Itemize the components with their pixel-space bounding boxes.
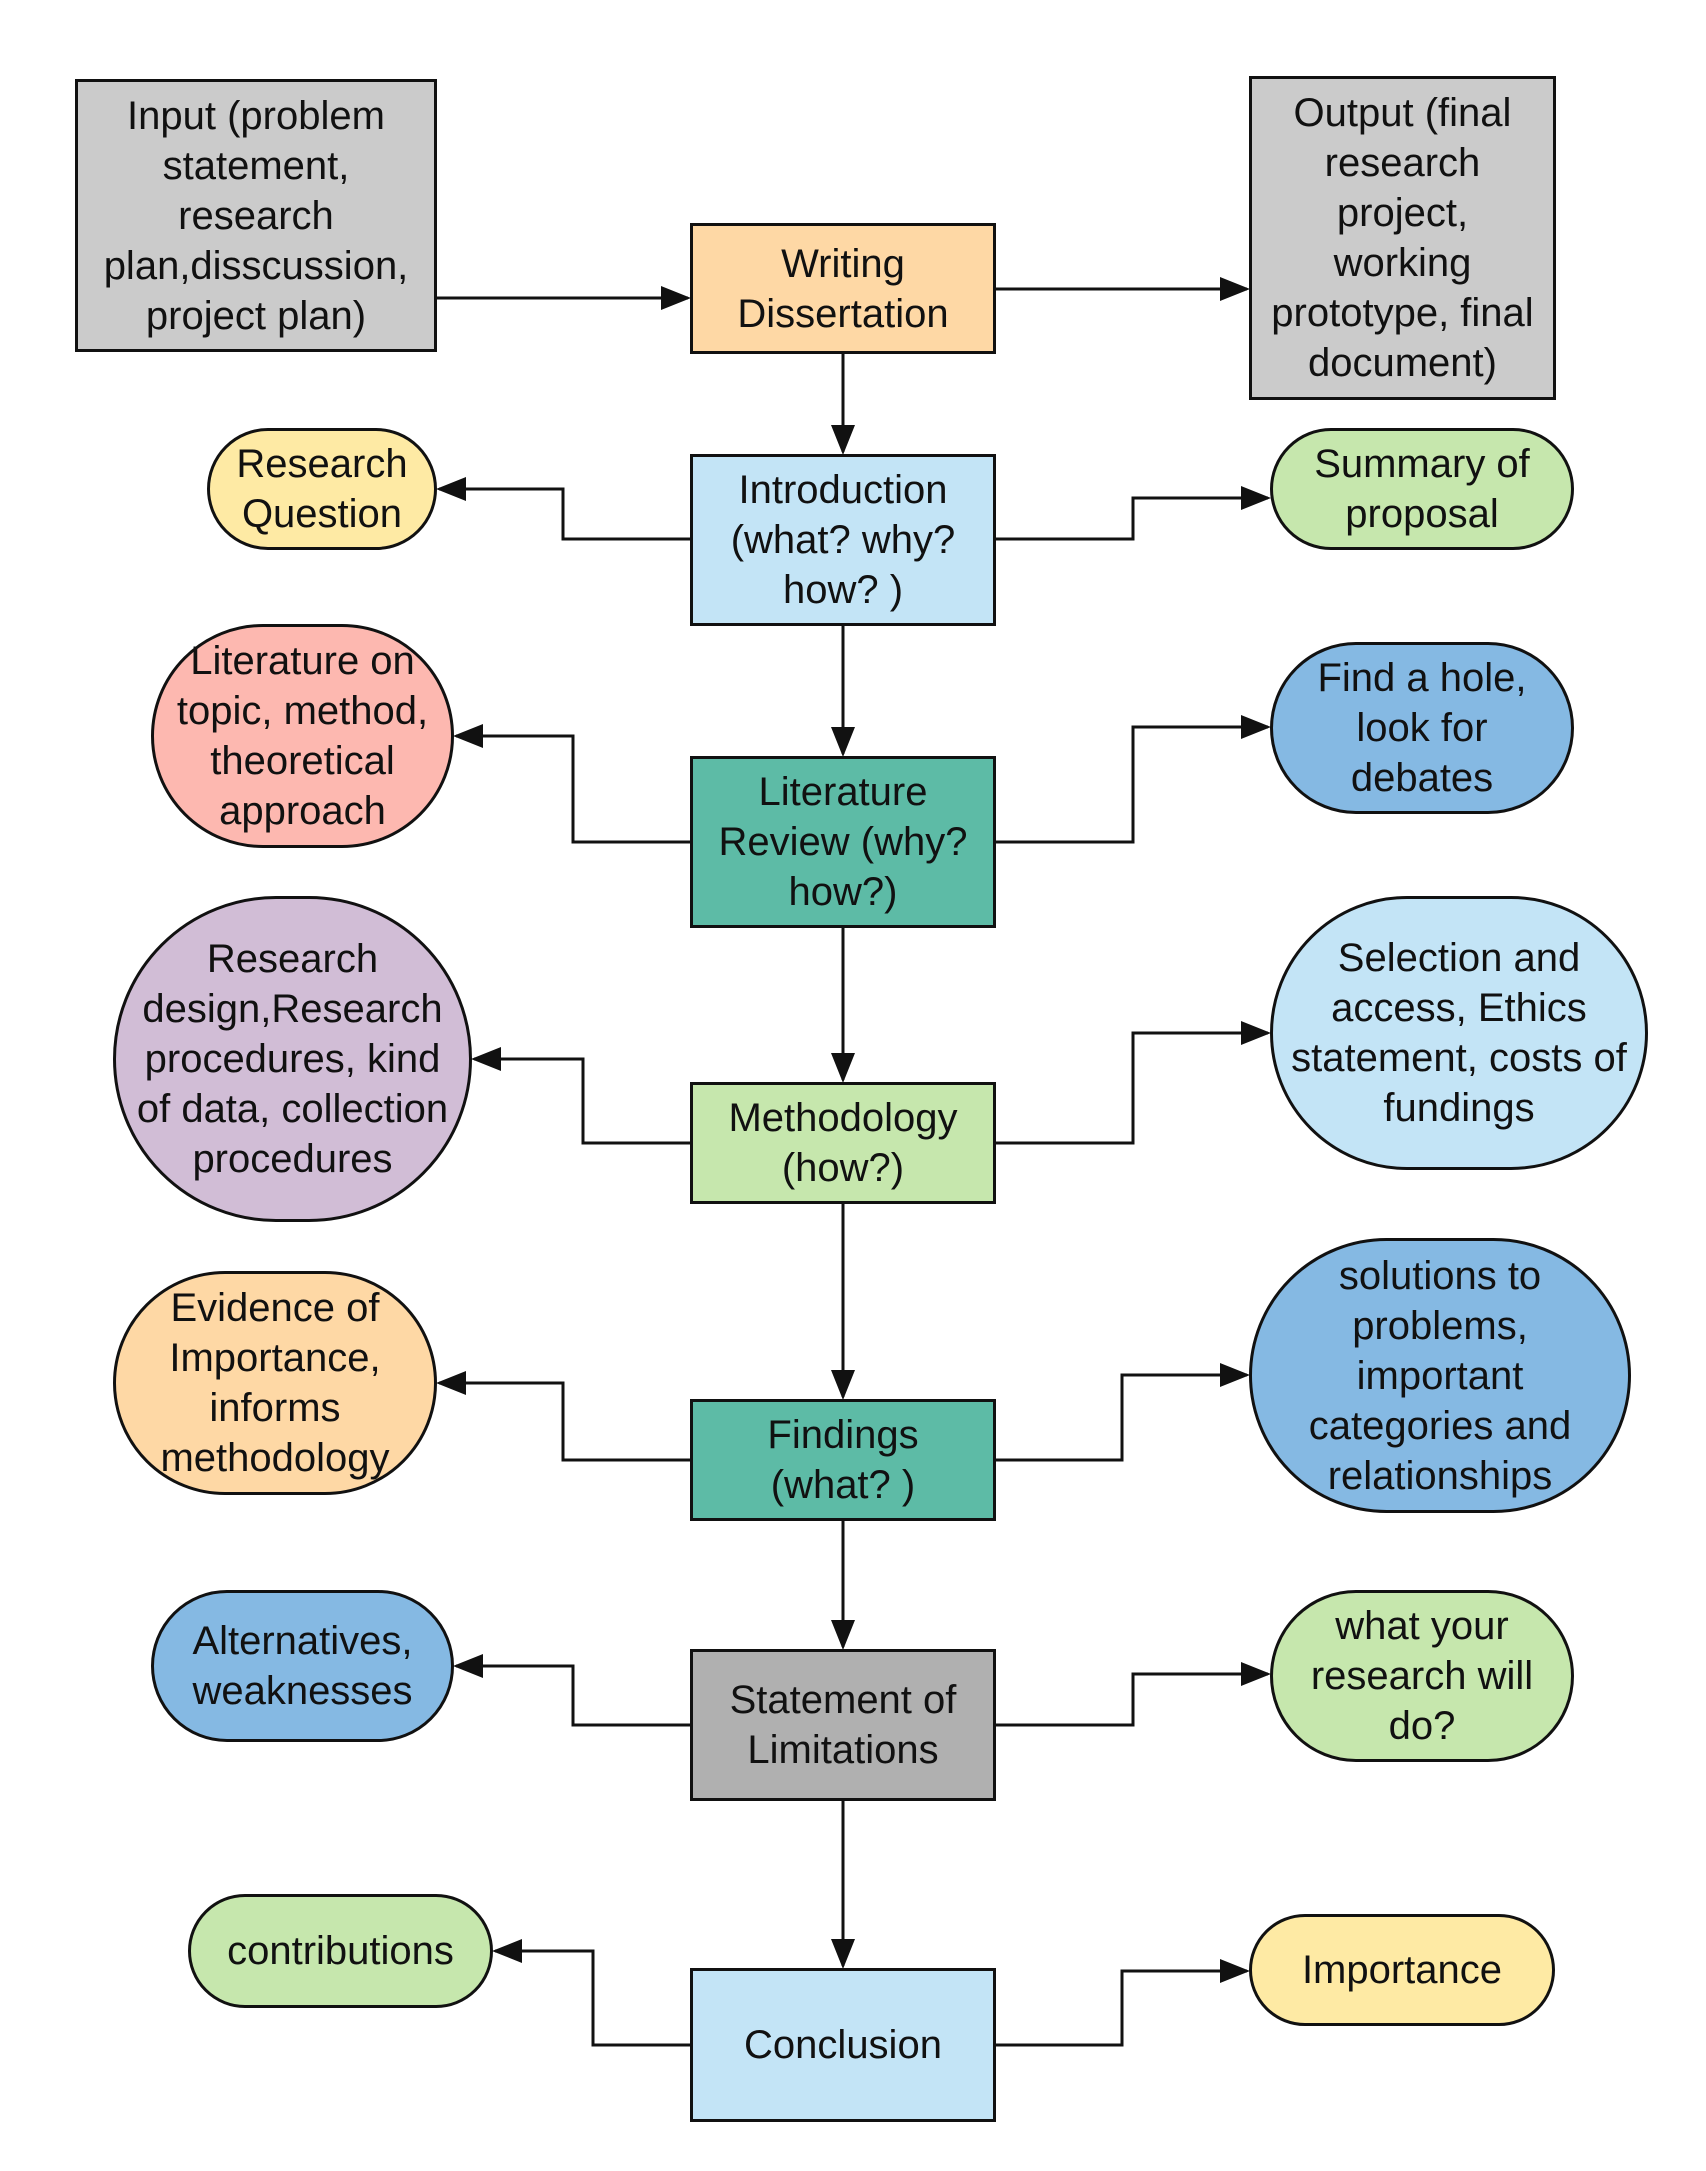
importance-pill: Importance [1249, 1914, 1555, 2026]
arrow-limitations-to-what-research [996, 1662, 1271, 1727]
arrow-literature-review-to-literature-on [453, 724, 690, 844]
arrow-conclusion-to-contributions [492, 1939, 690, 2047]
summary-of-proposal-pill: Summary of proposal [1270, 428, 1574, 550]
research-design-pill: Research design,Research procedures, kin… [113, 896, 472, 1222]
evidence-of-importance-pill: Evidence of Importance, informs methodol… [113, 1271, 437, 1495]
alternatives-weaknesses-pill: Alternatives, weaknesses [151, 1590, 454, 1742]
what-your-research-will-do-pill: what your research will do? [1270, 1590, 1574, 1762]
arrow-introduction-to-summary [996, 486, 1271, 541]
findings-box: Findings (what? ) [690, 1399, 996, 1521]
arrow-findings-to-evidence [436, 1371, 690, 1462]
arrow-conclusion-to-importance [996, 1959, 1250, 2047]
selection-and-access-pill: Selection and access, Ethics statement, … [1270, 896, 1648, 1170]
contributions-pill: contributions [188, 1894, 493, 2008]
literature-on-topic-pill: Literature on topic, method, theoretical… [151, 624, 454, 848]
conclusion-box: Conclusion [690, 1968, 996, 2122]
introduction-box: Introduction (what? why? how? ) [690, 454, 996, 626]
find-a-hole-pill: Find a hole, look for debates [1270, 642, 1574, 814]
research-question-pill: Research Question [207, 428, 437, 550]
arrow-methodology-to-selection [996, 1021, 1271, 1145]
arrow-limitations-to-alternatives [453, 1654, 690, 1727]
output-box: Output (final research project, working … [1249, 76, 1556, 400]
arrow-introduction-to-research-question [436, 477, 690, 541]
solutions-to-problems-pill: solutions to problems, important categor… [1249, 1238, 1631, 1513]
literature-review-box: Literature Review (why? how?) [690, 756, 996, 928]
arrow-findings-to-solutions [996, 1363, 1250, 1462]
writing-dissertation-box: Writing Dissertation [690, 223, 996, 354]
arrow-methodology-to-research-design [471, 1047, 690, 1145]
statement-of-limitations-box: Statement of Limitations [690, 1649, 996, 1801]
arrow-literature-review-to-find-hole [996, 715, 1271, 844]
methodology-box: Methodology (how?) [690, 1082, 996, 1204]
input-box: Input (problem statement, research plan,… [75, 79, 437, 352]
